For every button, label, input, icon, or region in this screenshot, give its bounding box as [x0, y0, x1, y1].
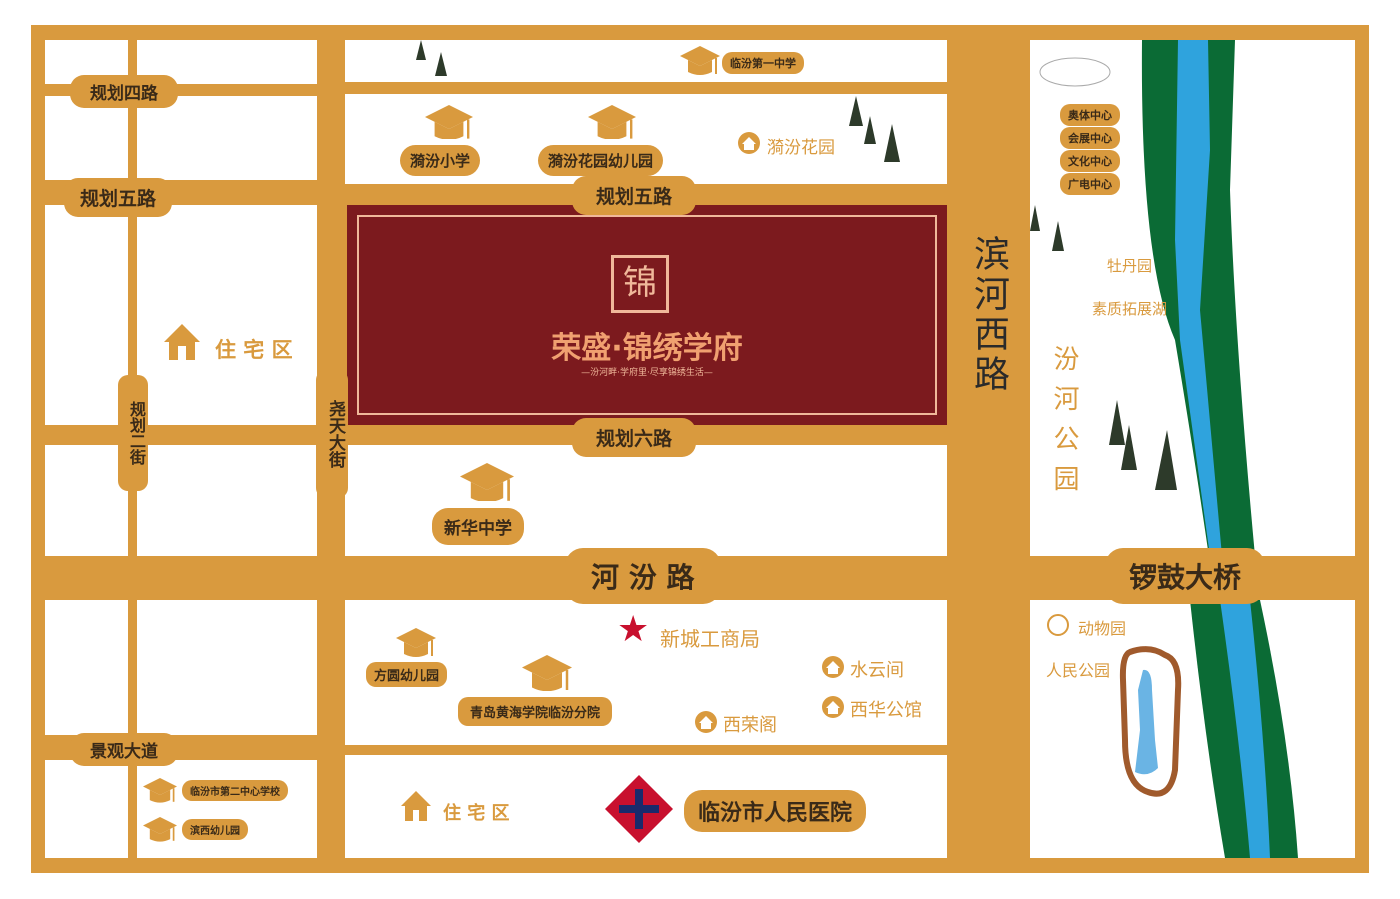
center-label[interactable]: 广电中心: [1060, 173, 1120, 195]
road-guihua-6: 规划六路: [572, 418, 697, 457]
fenhe-river: [1039, 40, 1298, 858]
block: [45, 96, 128, 180]
school-label[interactable]: 漪汾小学: [400, 145, 481, 176]
house-icon: [401, 791, 431, 821]
residential-xirong[interactable]: 西荣阁: [723, 715, 777, 736]
project-border: [357, 215, 937, 415]
school-label[interactable]: 漪汾花园幼儿园: [538, 145, 664, 176]
school-label[interactable]: 新华中学: [432, 508, 524, 545]
star-icon: ★: [617, 609, 650, 650]
school-cap-icon: [425, 105, 473, 139]
residential-area: 住 宅 区: [215, 338, 293, 362]
road-guihua-4: 规划四路: [70, 75, 178, 108]
house-icon: [695, 711, 717, 733]
school-cap-icon: [143, 817, 178, 843]
center-label[interactable]: 会展中心: [1060, 127, 1120, 149]
school-cap-icon: [143, 778, 178, 804]
school-cap-icon: [588, 105, 636, 139]
project-logo: 锦: [611, 255, 669, 313]
landmark-suzhi[interactable]: 素质拓展湖: [1092, 300, 1168, 318]
block: [1030, 600, 1355, 858]
hospital-cross-icon: [605, 775, 673, 843]
project-slogan: —汾河畔·学府里·尽享锦绣生活—: [581, 368, 713, 378]
road-guihua-2: 规划二街: [118, 375, 148, 491]
landmark-zoo[interactable]: 动物园: [1078, 619, 1127, 638]
school-cap-icon: [522, 655, 574, 691]
residential-xihua[interactable]: 西华公馆: [850, 700, 922, 721]
project-name: 荣盛·锦绣学府: [551, 331, 743, 366]
residential-yifen[interactable]: 漪汾花园: [767, 138, 835, 158]
block: [45, 600, 128, 735]
block: [45, 445, 128, 556]
block: [137, 600, 317, 735]
tree-icon: [1109, 400, 1177, 490]
landmark-renmin-park[interactable]: 人民公园: [1046, 661, 1111, 680]
block: [137, 445, 317, 556]
tree-icon: [1030, 205, 1064, 251]
residential-shuiyun[interactable]: 水云间: [850, 660, 904, 681]
block: [137, 96, 317, 180]
road-yaotian: 尧天大街: [316, 370, 348, 498]
tree-icon: [849, 96, 900, 162]
zoo-icon: [1047, 614, 1069, 636]
school-cap-icon: [460, 463, 516, 501]
center-label[interactable]: 奥体中心: [1060, 104, 1120, 126]
school-label[interactable]: 临汾第一中学: [722, 52, 804, 74]
school-cap-icon: [680, 46, 720, 76]
landmark-hospital[interactable]: 临汾市人民医院: [684, 790, 867, 832]
landmark-gongshang[interactable]: 新城工商局: [660, 627, 760, 651]
school-cap-icon: [396, 628, 437, 658]
block: [45, 205, 128, 425]
center-label[interactable]: 文化中心: [1060, 150, 1120, 172]
tree-icon: [416, 40, 447, 76]
block: [137, 760, 317, 858]
bridge-luogu: 锣鼓大桥: [1105, 548, 1266, 604]
school-label[interactable]: 方圆幼儿园: [366, 662, 448, 687]
house-icon: [822, 656, 844, 678]
school-label[interactable]: 临汾市第二中心学校: [182, 780, 288, 801]
landmark-mudan[interactable]: 牡丹园: [1107, 257, 1153, 275]
block: [137, 205, 317, 425]
house-icon: [738, 132, 760, 154]
school-label[interactable]: 滨西幼儿园: [182, 819, 248, 840]
house-icon: [164, 324, 200, 360]
house-icon: [822, 696, 844, 718]
road-guihua-5-left: 规划五路: [64, 178, 173, 217]
block: [45, 760, 128, 858]
road-guihua-5: 规划五路: [572, 176, 697, 215]
residential-area: 住 宅 区: [443, 803, 510, 824]
landmark-fenhe-park[interactable]: 汾河公园: [1049, 345, 1079, 505]
school-label[interactable]: 青岛黄海学院临汾分院: [458, 697, 613, 726]
road-binhe-west: 滨河西路: [968, 235, 1009, 395]
project-block[interactable]: 锦 荣盛·锦绣学府 —汾河畔·学府里·尽享锦绣生活—: [347, 205, 947, 425]
road-jingguan: 景观大道: [70, 733, 178, 766]
road-hefen: 河 汾 路: [565, 548, 721, 604]
